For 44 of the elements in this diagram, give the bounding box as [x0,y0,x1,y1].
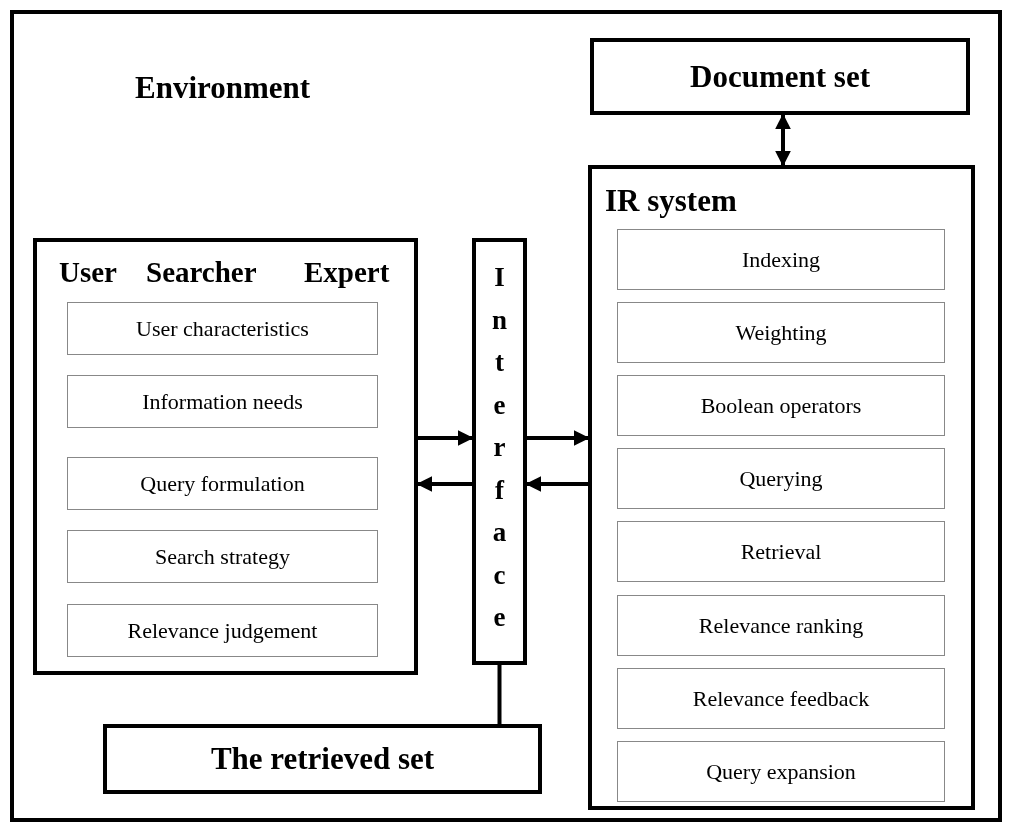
environment-frame [10,10,1002,822]
function-box [617,741,945,802]
function-label: Information needs [142,388,303,415]
function-label: Relevance judgement [127,617,318,644]
panel-title: IR system [605,183,737,219]
panel-title: User [59,256,117,289]
function-label: User characteristics [136,315,309,342]
box-title: The retrieved set [210,741,435,777]
function-label: Query formulation [140,470,305,497]
function-box [617,521,945,582]
function-label: Relevance ranking [698,612,864,639]
arrow [775,113,791,167]
function-label: Indexing [741,246,821,273]
arrow [418,430,474,446]
user-panel [33,238,418,675]
function-box [67,530,378,583]
function-box [67,604,378,657]
function-label: Query expansion [706,758,856,785]
panel-title: Expert [304,256,390,289]
function-box [67,375,378,428]
panel-title: Searcher [146,256,257,289]
panel-title: Environment [135,70,311,106]
function-box [617,375,945,436]
function-box [617,448,945,509]
vertical-label: Interface [491,261,508,634]
function-box [617,229,945,290]
function-label: Retrieval [740,538,822,565]
box-title: Document set [690,58,870,95]
function-box [617,595,945,656]
system-panel [588,165,975,810]
function-label: Relevance feedback [692,685,870,712]
function-label: Querying [739,465,823,492]
process-box [590,38,970,115]
arrow [527,430,590,446]
function-label: Weighting [735,319,827,346]
function-label: Search strategy [155,543,290,570]
function-box [617,302,945,363]
function-label: Boolean operators [700,392,862,419]
function-box [67,302,378,355]
interface-bar [472,238,527,665]
process-box [103,724,542,794]
function-box [617,668,945,729]
function-box [67,457,378,510]
connector-line [497,665,502,724]
